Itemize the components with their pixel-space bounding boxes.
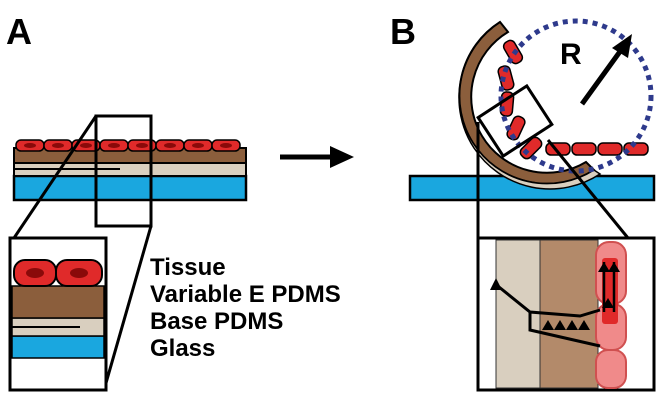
legend-base-pdms: Base PDMS bbox=[150, 308, 284, 335]
radius-circle bbox=[498, 18, 654, 174]
legend-variable-pdms: Variable E PDMS bbox=[150, 281, 341, 308]
legend-glass: Glass bbox=[150, 335, 216, 362]
legend-tissue: Tissue bbox=[150, 254, 226, 281]
panel-a-label: A bbox=[6, 11, 32, 52]
zoom-region-b bbox=[476, 83, 554, 159]
panel-b-label: B bbox=[390, 11, 416, 52]
inset-a bbox=[8, 236, 108, 392]
diagonal-arrow-icon bbox=[579, 34, 632, 106]
inset-b bbox=[476, 236, 656, 392]
glass-layer-b bbox=[408, 174, 656, 202]
layer-legend: Tissue Variable E PDMS Base PDMS Glass bbox=[150, 254, 341, 362]
panel-a-stack bbox=[12, 114, 248, 391]
zoom-region-a bbox=[94, 114, 153, 228]
panel-b-stack bbox=[408, 18, 656, 239]
radius-label: R bbox=[560, 38, 582, 71]
tissue-cells-a bbox=[15, 139, 241, 152]
right-arrow-icon bbox=[280, 146, 354, 168]
